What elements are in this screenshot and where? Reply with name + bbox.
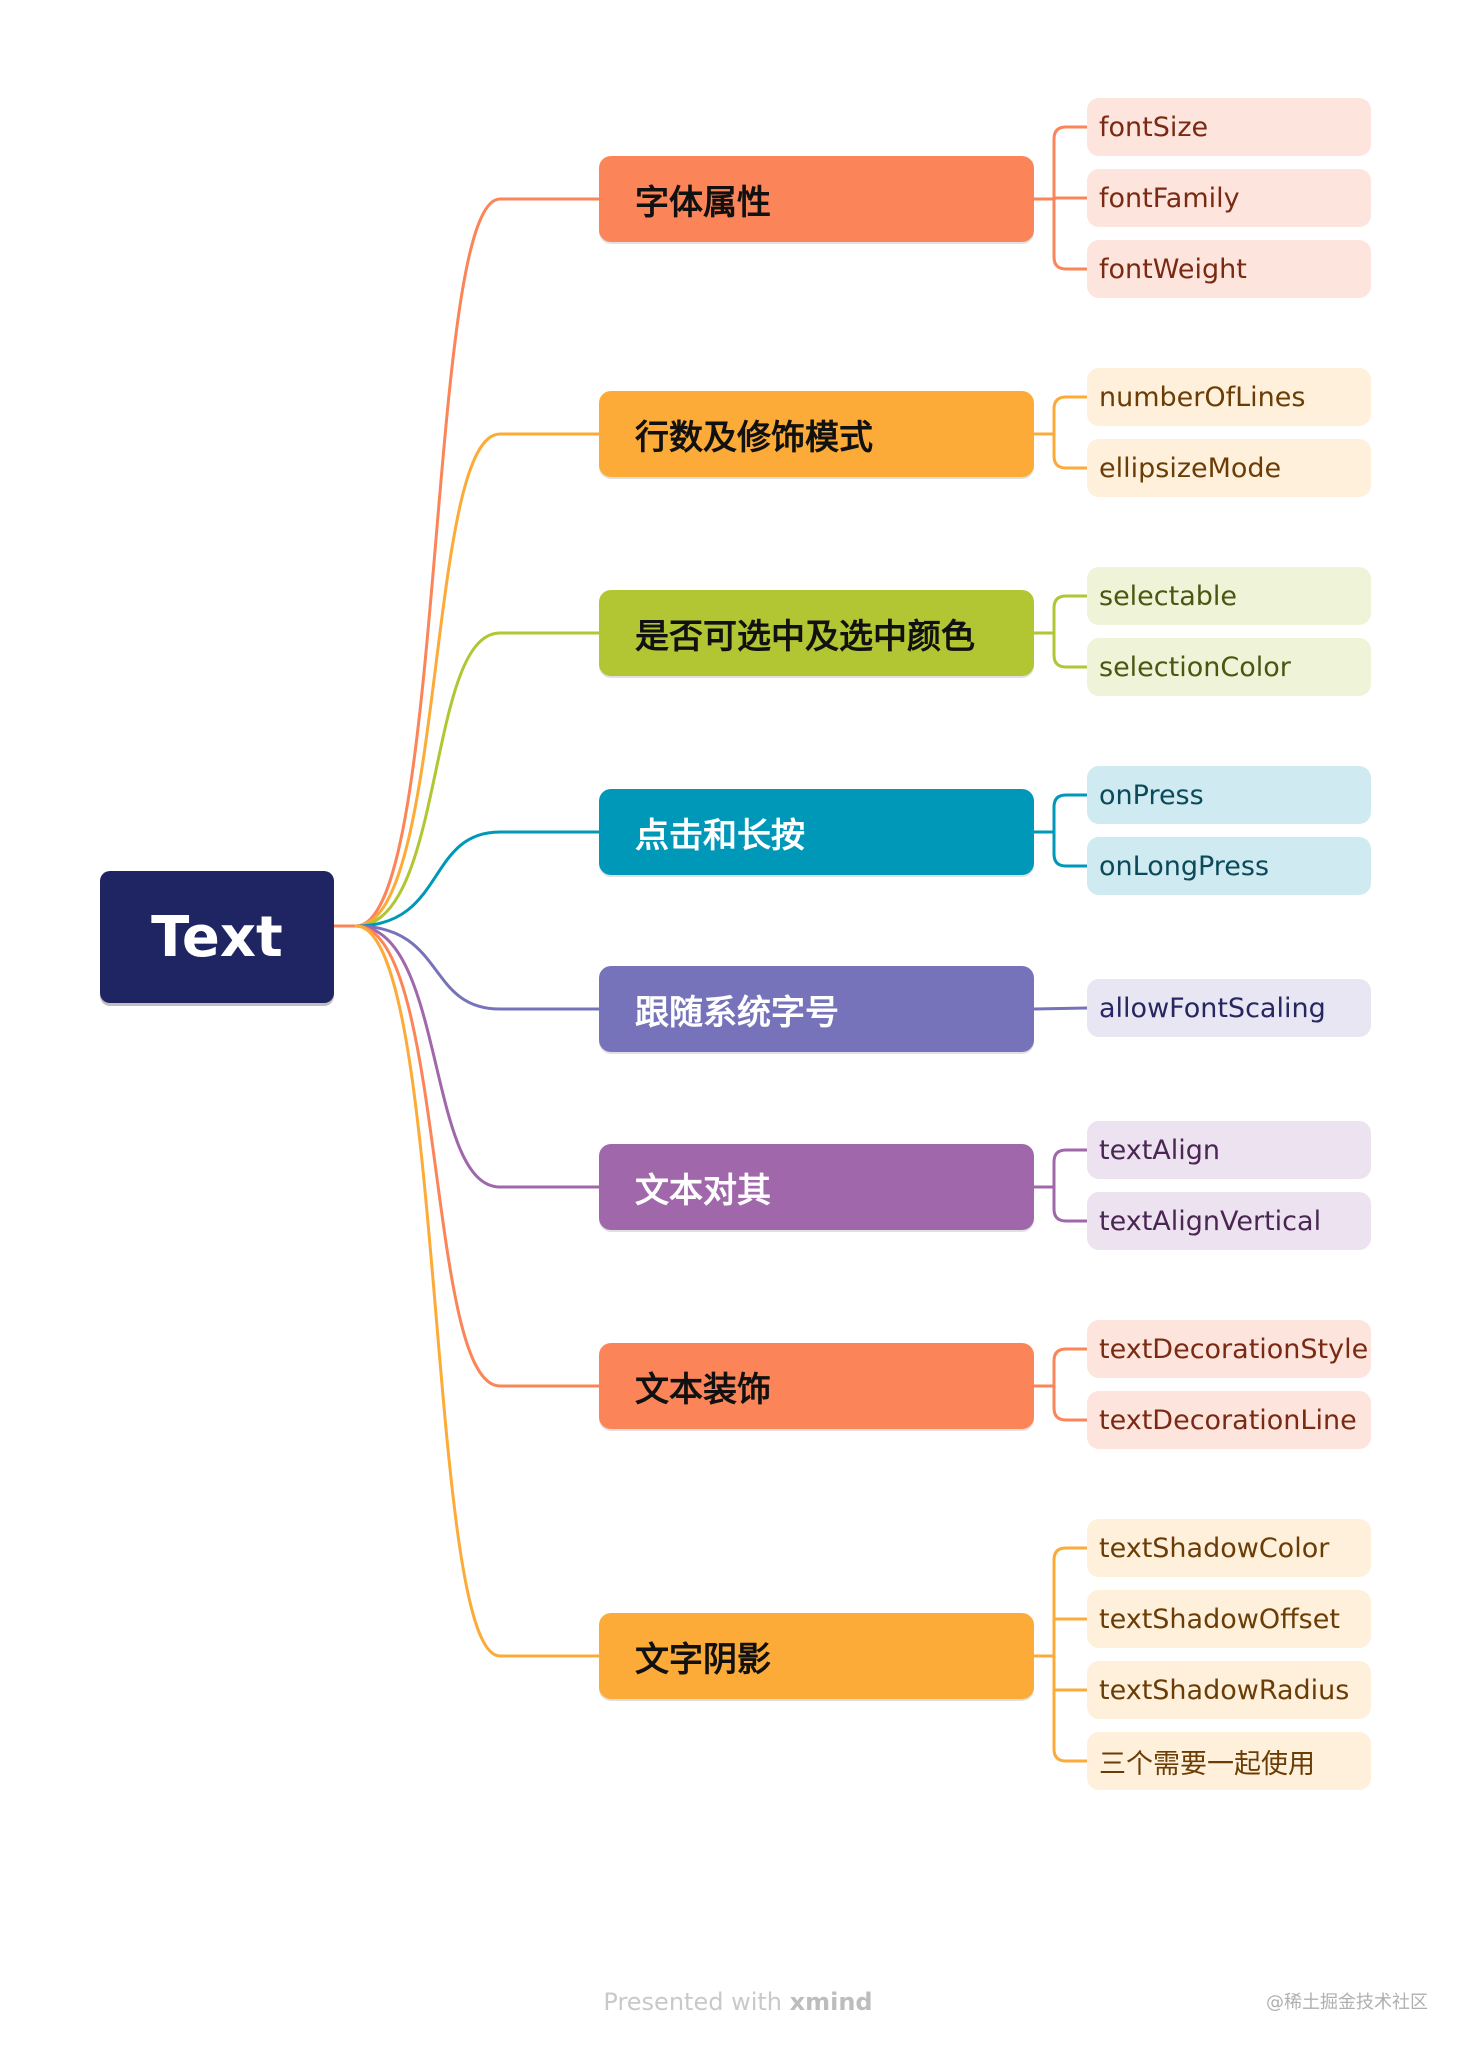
leaf-label: fontWeight xyxy=(1099,253,1247,285)
leaf-label: onPress xyxy=(1099,779,1204,811)
branch-label: 跟随系统字号 xyxy=(635,992,839,1033)
leaf-label: textAlign xyxy=(1099,1134,1221,1166)
leaf-label: textDecorationLine xyxy=(1099,1404,1357,1436)
branch-label: 文字阴影 xyxy=(635,1639,771,1680)
leaf-connector xyxy=(1052,1546,1089,1763)
branch-connector xyxy=(354,830,601,928)
leaf-connector xyxy=(1052,594,1089,669)
leaf-label: textShadowRadius xyxy=(1099,1674,1350,1706)
leaf-connector xyxy=(1052,1148,1089,1223)
leaf-topic[interactable]: fontFamily xyxy=(1087,169,1371,227)
branch-topic[interactable]: 是否可选中及选中颜色 xyxy=(599,590,1034,676)
watermark: @稀土掘金技术社区 xyxy=(1266,1992,1428,2013)
branch-label: 是否可选中及选中颜色 xyxy=(635,616,975,657)
leaf-topic[interactable]: textShadowOffset xyxy=(1087,1590,1371,1648)
branch-label: 文本装饰 xyxy=(635,1369,771,1410)
branch-connector xyxy=(354,631,601,928)
footer-credit: Presented with xmind xyxy=(0,1988,1476,2016)
leaf-label: allowFontScaling xyxy=(1099,992,1326,1024)
branch-connector xyxy=(354,924,601,1011)
branch-topic[interactable]: 文字阴影 xyxy=(599,1613,1034,1699)
branch-topic[interactable]: 行数及修饰模式 xyxy=(599,391,1034,477)
leaf-label: onLongPress xyxy=(1099,850,1270,882)
leaf-connector xyxy=(1032,1006,1089,1011)
leaf-topic[interactable]: allowFontScaling xyxy=(1087,979,1371,1037)
branch-topic[interactable]: 跟随系统字号 xyxy=(599,966,1034,1052)
leaf-topic[interactable]: onPress xyxy=(1087,766,1371,824)
leaf-label: textAlignVertical xyxy=(1099,1205,1322,1237)
leaf-topic[interactable]: onLongPress xyxy=(1087,837,1371,895)
leaf-topic[interactable]: numberOfLines xyxy=(1087,368,1371,426)
branch-label: 点击和长按 xyxy=(635,815,805,856)
branch-topic[interactable]: 文本对其 xyxy=(599,1144,1034,1230)
branch-label: 行数及修饰模式 xyxy=(635,417,873,458)
branch-connector xyxy=(354,432,601,928)
leaf-topic[interactable]: textAlignVertical xyxy=(1087,1192,1371,1250)
branch-topic[interactable]: 点击和长按 xyxy=(599,789,1034,875)
leaf-connector xyxy=(1052,395,1089,470)
leaf-topic[interactable]: textDecorationStyle xyxy=(1087,1320,1371,1378)
leaf-topic[interactable]: textShadowColor xyxy=(1087,1519,1371,1577)
leaf-label: textShadowOffset xyxy=(1099,1603,1340,1635)
leaf-label: selectable xyxy=(1099,580,1238,612)
branch-connector xyxy=(354,924,601,1388)
leaf-topic[interactable]: selectable xyxy=(1087,567,1371,625)
leaf-label: ellipsizeMode xyxy=(1099,452,1282,484)
leaf-label: 三个需要一起使用 xyxy=(1099,1748,1315,1780)
leaf-topic[interactable]: selectionColor xyxy=(1087,638,1371,696)
branch-label: 文本对其 xyxy=(635,1170,771,1211)
leaf-label: textShadowColor xyxy=(1099,1532,1330,1564)
branch-connector xyxy=(354,924,601,1189)
leaf-topic[interactable]: fontWeight xyxy=(1087,240,1371,298)
leaf-label: numberOfLines xyxy=(1099,381,1306,413)
branch-connector xyxy=(354,197,601,928)
leaf-label: selectionColor xyxy=(1099,651,1291,683)
leaf-topic[interactable]: textAlign xyxy=(1087,1121,1371,1179)
branch-topic[interactable]: 字体属性 xyxy=(599,156,1034,242)
root-topic[interactable]: Text xyxy=(100,871,334,1003)
leaf-topic[interactable]: textDecorationLine xyxy=(1087,1391,1371,1449)
leaf-topic[interactable]: 三个需要一起使用 xyxy=(1087,1732,1371,1790)
leaf-topic[interactable]: textShadowRadius xyxy=(1087,1661,1371,1719)
leaf-connector xyxy=(1052,793,1089,868)
leaf-label: fontFamily xyxy=(1099,182,1240,214)
branch-connector xyxy=(354,924,601,1658)
leaf-label: textDecorationStyle xyxy=(1099,1333,1369,1365)
xmind-brand: xmind xyxy=(789,1988,873,2016)
branch-topic[interactable]: 文本装饰 xyxy=(599,1343,1034,1429)
leaf-topic[interactable]: fontSize xyxy=(1087,98,1371,156)
leaf-topic[interactable]: ellipsizeMode xyxy=(1087,439,1371,497)
leaf-connector xyxy=(1052,1347,1089,1422)
footer-prefix: Presented with xyxy=(603,1988,790,2016)
leaf-label: fontSize xyxy=(1099,111,1209,143)
branch-label: 字体属性 xyxy=(635,182,771,223)
